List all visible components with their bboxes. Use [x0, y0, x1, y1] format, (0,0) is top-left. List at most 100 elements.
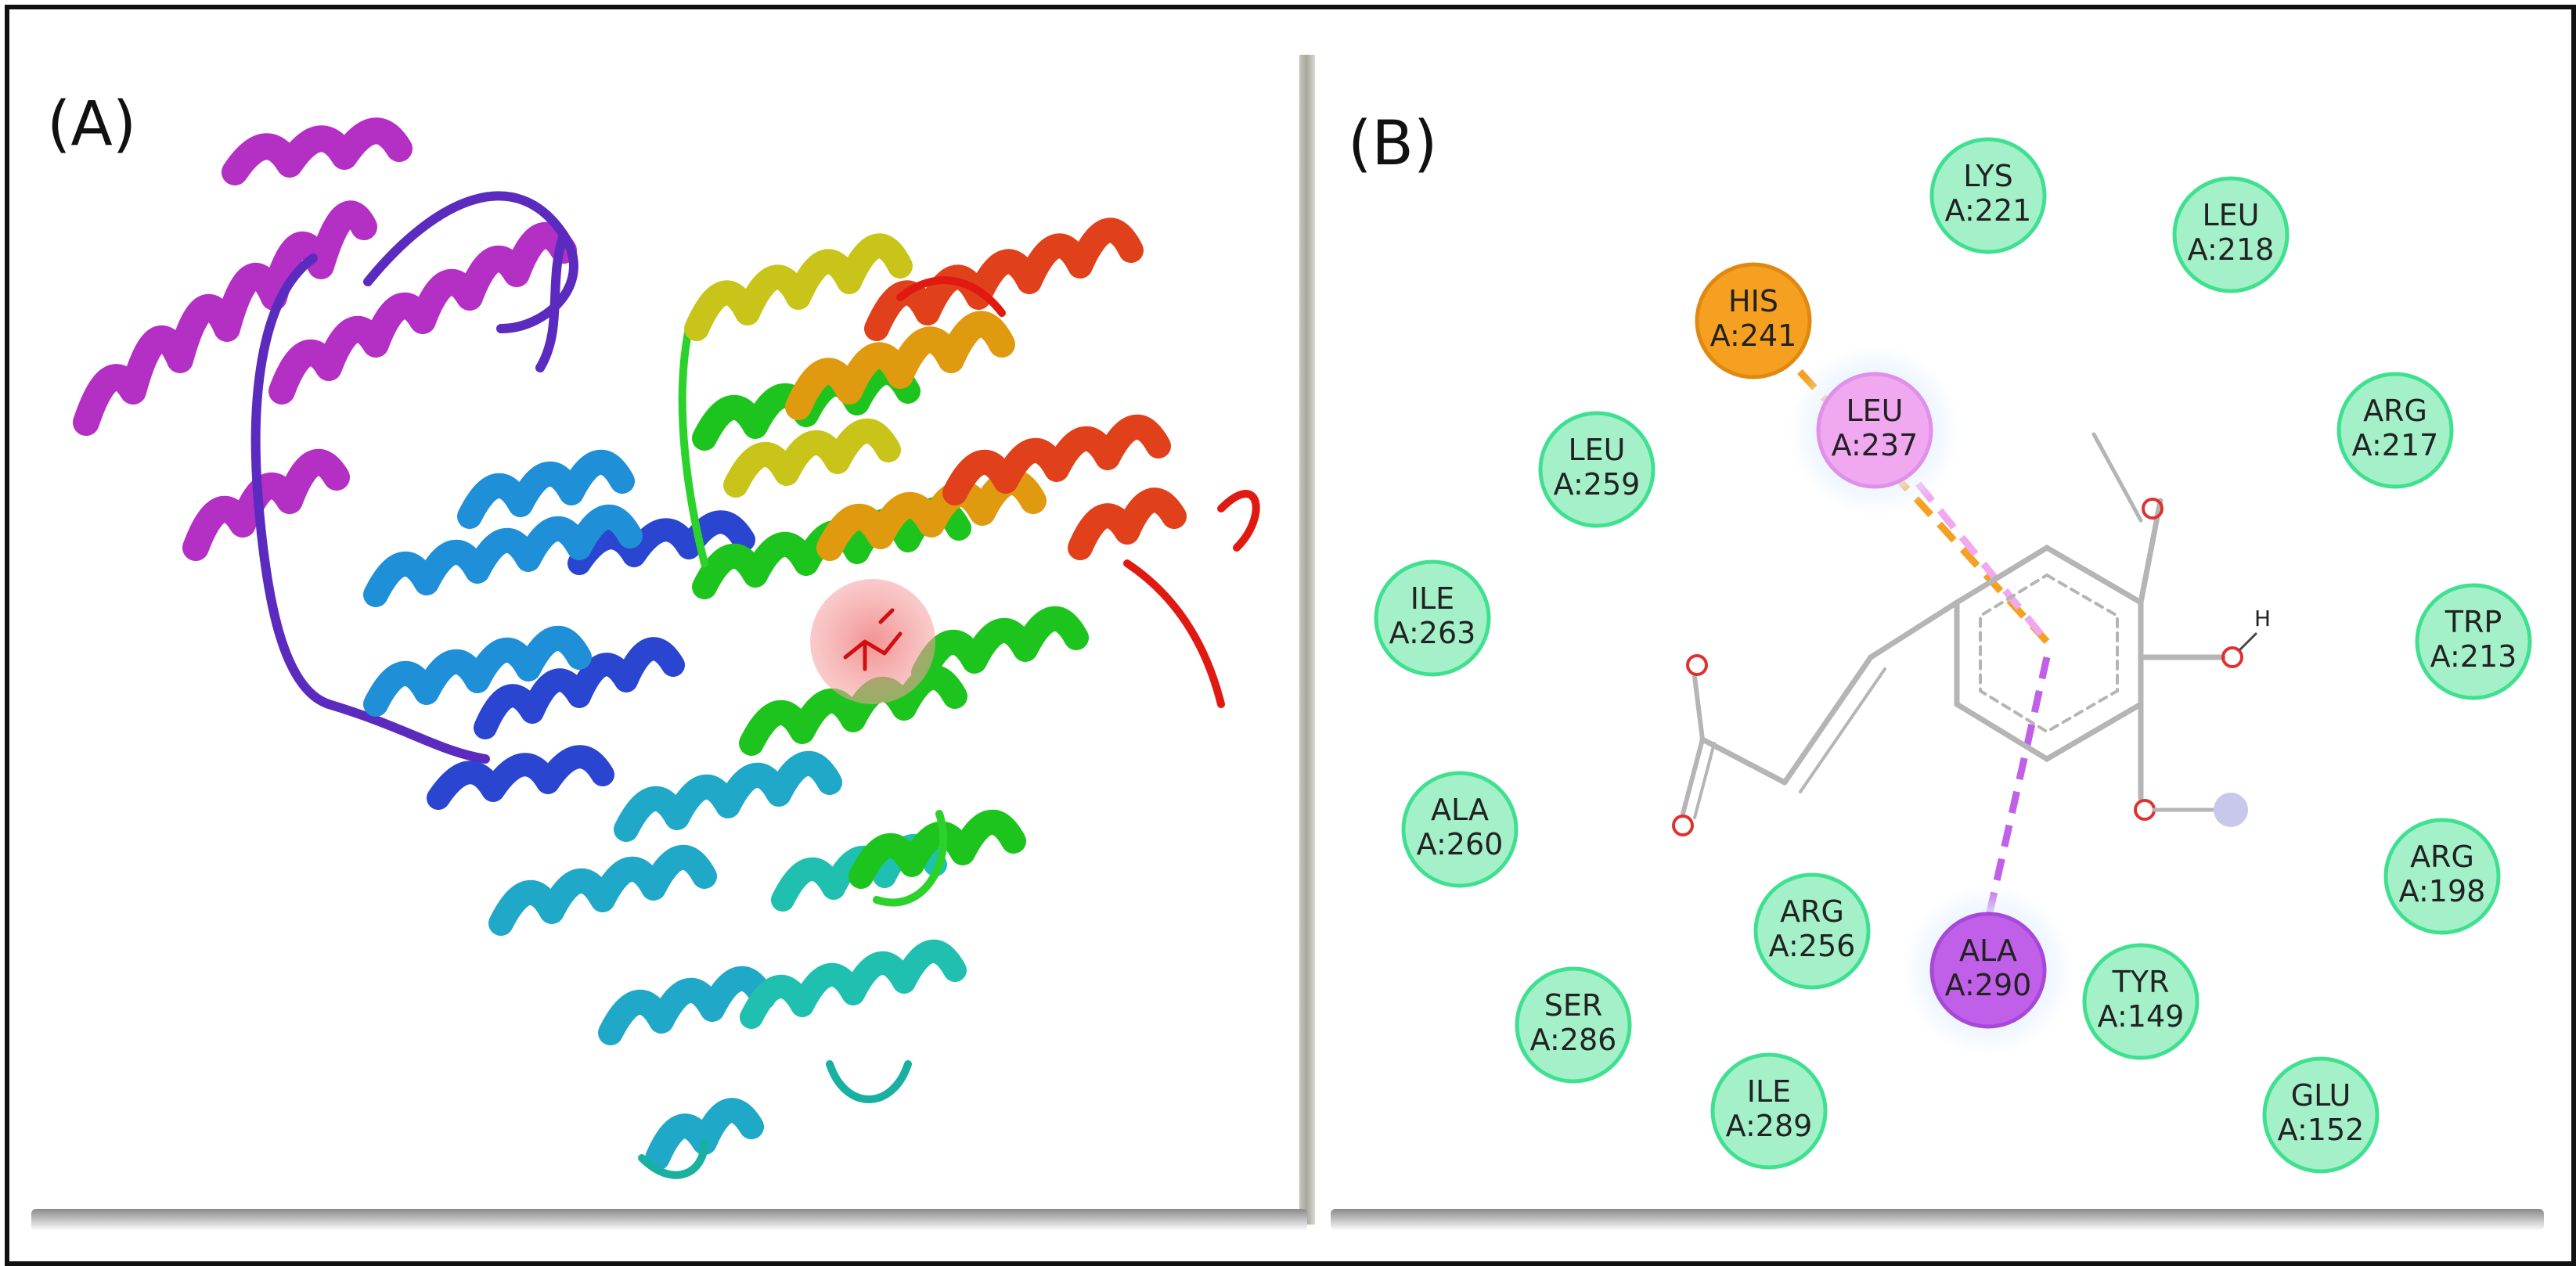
- helix-red: [864, 218, 1187, 560]
- panel-b-shadow: [1331, 1209, 2544, 1231]
- residue-tyr149: TYR A:149: [2082, 943, 2200, 1060]
- residue-arg217: ARG A:217: [2336, 372, 2454, 489]
- residue-number: A:241: [1710, 318, 1797, 353]
- residue-number: A:149: [2098, 999, 2185, 1034]
- residue-number: A:218: [2188, 232, 2275, 267]
- ligand-structure: [1672, 432, 2257, 836]
- residue-number: A:221: [1945, 193, 2032, 228]
- methyl-blur: [2214, 793, 2248, 827]
- residue-number: A:260: [1417, 827, 1504, 861]
- residue-ile263: ILE A:263: [1374, 559, 1491, 677]
- residue-number: A:198: [2399, 874, 2486, 908]
- residue-name: TYR: [2112, 965, 2170, 999]
- aromatic-circle: [1979, 573, 2119, 734]
- residue-disc: [1929, 137, 2047, 254]
- helix-cyan: [363, 449, 643, 717]
- residue-leu259: LEU A:259: [1538, 411, 1655, 528]
- oxygen-carbonyl: [1672, 815, 1694, 836]
- residue-trp213: TRP A:213: [2415, 583, 2532, 700]
- residue-number: A:286: [1530, 1023, 1617, 1057]
- residue-number: A:152: [2278, 1113, 2365, 1147]
- residue-name: ILE: [1410, 581, 1454, 616]
- binding-pocket-sphere: [810, 579, 935, 704]
- residue-name: LYS: [1963, 159, 2012, 193]
- residue-name: ALA: [1431, 793, 1489, 827]
- residue-arg198: ARG A:198: [2383, 818, 2501, 935]
- residue-name: LEU: [2203, 198, 2260, 232]
- helix-teal: [488, 750, 842, 1171]
- residue-ala290: ALA A:290: [1929, 912, 2047, 1029]
- panel-b: (B): [1348, 109, 2532, 1174]
- oxygen-carboxyl-oh: [1686, 654, 1708, 676]
- panel-b-label: (B): [1348, 109, 1437, 179]
- residue-disc: [1816, 372, 1933, 489]
- residue-leu218: LEU A:218: [2172, 176, 2290, 293]
- residue-glu152: GLU A:152: [2262, 1056, 2380, 1174]
- residue-name: HIS: [1728, 284, 1778, 318]
- residue-ile289: ILE A:289: [1710, 1052, 1828, 1170]
- bond-ring-vinyl: [1868, 599, 1960, 660]
- ligand-stick-model: [843, 608, 903, 671]
- panel-a: (A): [47, 89, 1260, 1179]
- residue-layer: LYS A:221 LEU A:218 HIS A:241 LEU A:237 …: [1374, 137, 2532, 1174]
- panel-a-shadow: [31, 1209, 1307, 1231]
- residue-disc: [2383, 818, 2501, 935]
- helix-orange: [785, 311, 1047, 561]
- loop-purple: [250, 191, 578, 764]
- bond-vinyl-double-a: [1782, 654, 1874, 786]
- bond-vinyl-carboxyl: [1699, 736, 1788, 786]
- helix-yellow: [684, 233, 913, 498]
- residue-disc: [2336, 372, 2454, 489]
- residue-disc: [1929, 912, 2047, 1029]
- bond-c-o-double-b: [1693, 742, 1716, 819]
- residue-disc: [1538, 411, 1655, 528]
- residue-ala260: ALA A:260: [1401, 771, 1519, 888]
- residue-name: GLU: [2291, 1078, 2351, 1113]
- residue-disc: [1695, 262, 1812, 379]
- residue-disc: [2262, 1056, 2380, 1174]
- residue-number: A:217: [2352, 428, 2439, 462]
- residue-disc: [1515, 966, 1632, 1084]
- helix-magenta: [73, 117, 577, 561]
- residue-name: ILE: [1747, 1074, 1791, 1109]
- protein-ribbon: [73, 117, 1260, 1179]
- residue-arg256: ARG A:256: [1753, 872, 1871, 990]
- residue-name: SER: [1544, 988, 1603, 1023]
- residue-number: A:259: [1554, 467, 1641, 502]
- residue-disc: [2415, 583, 2532, 700]
- residue-leu237: LEU A:237: [1816, 372, 1933, 489]
- residue-disc: [1401, 771, 1519, 888]
- residue-lys221: LYS A:221: [1929, 137, 2047, 254]
- bond-methyl-top: [2091, 432, 2143, 523]
- residue-disc: [1710, 1052, 1828, 1170]
- residue-name: ARG: [1780, 894, 1844, 929]
- oxygen-hydroxyl: [2221, 646, 2243, 668]
- residue-number: A:263: [1389, 616, 1476, 650]
- residue-number: A:237: [1832, 428, 1918, 462]
- residue-ser286: SER A:286: [1515, 966, 1632, 1084]
- residue-disc: [1374, 559, 1491, 677]
- pi-sigma-line: [1984, 656, 2051, 920]
- residue-his241: HIS A:241: [1695, 262, 1812, 379]
- panel-a-label: (A): [47, 89, 136, 160]
- residue-name: LEU: [1569, 433, 1626, 467]
- oxygen-methoxy-top: [2142, 498, 2163, 520]
- residue-number: A:213: [2430, 639, 2517, 674]
- loop-red: [896, 276, 1260, 708]
- hydroxyl-h-label: H: [2254, 606, 2271, 631]
- bond-c-oh: [1692, 674, 1705, 742]
- bond-o-h: [2239, 632, 2257, 651]
- oxygen-methoxy-bottom: [2134, 799, 2156, 821]
- residue-number: A:290: [1945, 968, 2032, 1002]
- bond-vinyl-double-b: [1799, 667, 1886, 793]
- residue-disc: [1753, 872, 1871, 990]
- residue-name: LEU: [1846, 394, 1904, 428]
- panel-divider: [1299, 55, 1315, 1225]
- benzene-ring: [1954, 544, 2144, 763]
- loop-teal: [638, 1060, 912, 1179]
- residue-name: ARG: [2363, 394, 2427, 428]
- bond-c-o-double-a: [1681, 737, 1705, 816]
- residue-name: ARG: [2410, 840, 2474, 874]
- helix-blue: [427, 510, 755, 810]
